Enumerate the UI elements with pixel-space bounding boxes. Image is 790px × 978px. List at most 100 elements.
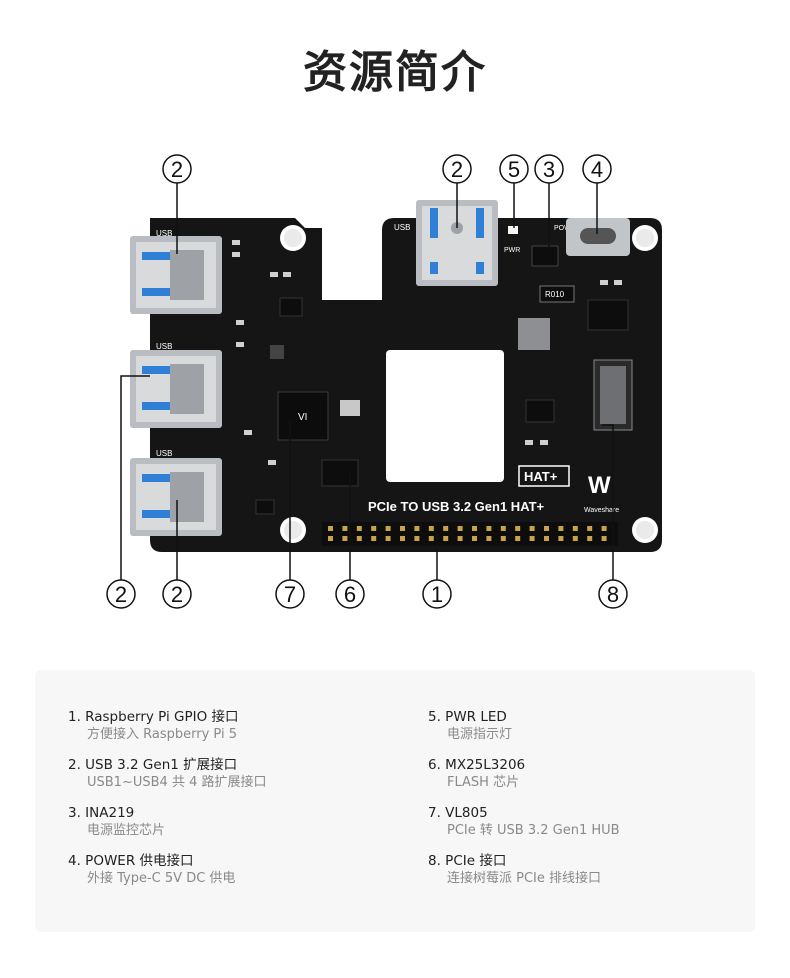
list-item: 3. INA219 电源监控芯片 <box>68 804 398 840</box>
resource-list-panel: 1. Raspberry Pi GPIO 接口 方便接入 Raspberry P… <box>35 670 755 932</box>
gpio-pin <box>328 536 333 541</box>
leader-lines <box>120 183 614 580</box>
gpio-pin <box>587 536 593 541</box>
gpio-pin <box>371 526 377 531</box>
board-diagram: USB USB USB USB PWR POWER R010 VI <box>106 154 662 609</box>
page-title: 资源简介 <box>303 47 487 98</box>
item-desc: 电源指示灯 <box>447 727 513 742</box>
gpio-pin <box>472 526 477 531</box>
silk-usb-3: USB <box>156 449 172 458</box>
list-item: 1. Raspberry Pi GPIO 接口 方便接入 Raspberry P… <box>68 708 398 744</box>
resource-list-right: 5. PWR LED 电源指示灯 6. MX25L3206 FLASH 芯片 7… <box>428 708 758 900</box>
item-title: 5. PWR LED <box>428 709 507 725</box>
callout-circle: 1 <box>422 579 452 609</box>
vl805-chip: VI <box>277 391 329 441</box>
svg-text:2: 2 <box>115 582 127 607</box>
gpio-pin <box>342 536 348 541</box>
usb-port-2 <box>130 350 222 428</box>
gpio-pin <box>385 536 391 541</box>
callout-circle: 3 <box>534 154 564 184</box>
item-title: 6. MX25L3206 <box>428 757 526 773</box>
usb-port-4 <box>416 200 498 286</box>
gpio-pin <box>544 536 549 541</box>
gpio-pin <box>601 526 607 531</box>
gpio-pin <box>515 526 521 531</box>
gpio-pin <box>443 536 449 541</box>
svg-text:7: 7 <box>284 582 296 607</box>
gpio-pin <box>328 526 333 531</box>
callout-circle: 2 <box>162 154 192 184</box>
item-title: 1. Raspberry Pi GPIO 接口 <box>68 709 239 725</box>
gpio-pin <box>400 536 405 541</box>
svg-text:6: 6 <box>344 582 356 607</box>
item-desc: 外接 Type-C 5V DC 供电 <box>87 871 236 886</box>
silk-usb-2: USB <box>156 342 172 351</box>
list-item: 2. USB 3.2 Gen1 扩展接口 USB1~USB4 共 4 路扩展接口 <box>68 756 398 792</box>
gpio-pin <box>356 536 362 541</box>
svg-text:8: 8 <box>607 582 619 607</box>
gpio-pin <box>457 536 463 541</box>
gpio-pin <box>544 526 549 531</box>
callout-circle: 5 <box>499 154 529 184</box>
svg-text:5: 5 <box>508 157 520 182</box>
gpio-pin <box>500 526 506 531</box>
gpio-pin <box>371 536 377 541</box>
silk-usb-4: USB <box>394 223 410 232</box>
item-title: 4. POWER 供电接口 <box>68 853 194 869</box>
usb-port-3 <box>130 458 222 536</box>
gpio-pin <box>486 536 492 541</box>
gpio-pin <box>558 526 564 531</box>
gpio-pin <box>601 536 607 541</box>
list-item: 8. PCIe 接口 连接树莓派 PCIe 排线接口 <box>428 852 758 888</box>
callout-circle: 2 <box>162 579 192 609</box>
gpio-pin <box>500 536 506 541</box>
callout-circle: 2 <box>106 579 136 609</box>
pcb-cutout <box>386 350 504 482</box>
gpio-pin <box>529 526 535 531</box>
callout-circle: 6 <box>335 579 365 609</box>
list-item: 4. POWER 供电接口 外接 Type-C 5V DC 供电 <box>68 852 398 888</box>
gpio-pin <box>342 526 348 531</box>
gpio-pin <box>443 526 449 531</box>
callout-circle: 2 <box>442 154 472 184</box>
gpio-pin <box>572 536 578 541</box>
item-title: 7. VL805 <box>428 805 488 821</box>
item-desc: 电源监控芯片 <box>87 823 166 838</box>
silk-r010: R010 <box>545 290 565 299</box>
flash-chip <box>321 459 359 487</box>
hat-badge-box <box>518 465 570 487</box>
gpio-pin <box>457 526 463 531</box>
list-item: 6. MX25L3206 FLASH 芯片 <box>428 756 758 792</box>
gpio-pin <box>414 536 420 541</box>
type-c-connector <box>566 218 630 256</box>
item-desc: 方便接入 Raspberry Pi 5 <box>87 727 237 742</box>
callout-circle: 8 <box>598 579 628 609</box>
callouts: 2 2 5 3 4 2 2 7 6 1 8 <box>106 154 628 609</box>
silk-pwr: PWR <box>504 247 520 254</box>
gpio-pin <box>587 526 593 531</box>
svg-text:1: 1 <box>431 582 443 607</box>
svg-text:2: 2 <box>451 157 463 182</box>
gpio-pin <box>428 536 434 541</box>
callout-circle: 7 <box>275 579 305 609</box>
item-desc: 连接树莓派 PCIe 排线接口 <box>447 871 602 886</box>
svg-text:4: 4 <box>591 157 603 182</box>
waveshare-logo-icon: W <box>588 472 611 499</box>
pwr-led <box>508 226 518 234</box>
gpio-header <box>322 522 618 546</box>
gpio-pin <box>472 536 477 541</box>
gpio-pin <box>558 536 564 541</box>
pcie-ffc-connector <box>593 359 633 431</box>
item-desc: PCIe 转 USB 3.2 Gen1 HUB <box>447 823 620 838</box>
item-title: 2. USB 3.2 Gen1 扩展接口 <box>68 757 238 773</box>
svg-text:2: 2 <box>171 582 183 607</box>
callout-circle: 4 <box>582 154 612 184</box>
item-desc: USB1~USB4 共 4 路扩展接口 <box>87 775 267 790</box>
gpio-pin <box>428 526 434 531</box>
gpio-pin <box>356 526 362 531</box>
svg-text:3: 3 <box>543 157 555 182</box>
svg-text:VI: VI <box>298 412 307 423</box>
brand-name: Waveshare <box>584 507 619 514</box>
gpio-pin <box>515 536 521 541</box>
usb-port-1 <box>130 236 222 314</box>
